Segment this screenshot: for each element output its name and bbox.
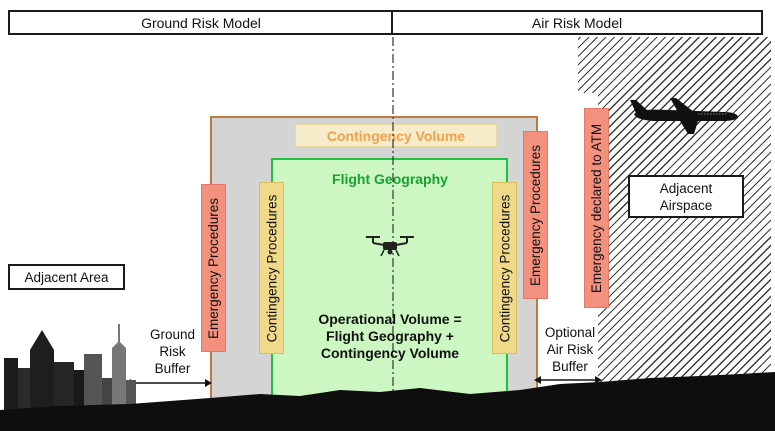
flight-geography-label: Flight Geography [332, 171, 448, 187]
city-skyline-icon [4, 324, 136, 415]
ground-risk-model-label: Ground Risk Model [141, 14, 261, 31]
ground-risk-buffer-label: Ground Risk Buffer [149, 327, 196, 376]
ground-risk-model-header: Ground Risk Model [8, 10, 394, 35]
adjacent-airspace-box: Adjacent Airspace [628, 175, 744, 218]
operational-volume-text: Operational Volume = Flight Geography + … [318, 311, 462, 361]
airplane-icon [630, 98, 738, 134]
model-boundary-line [392, 37, 394, 407]
ground-silhouette [0, 372, 775, 431]
contingency-procedures-left: Contingency Procedures [259, 182, 284, 354]
air-risk-buffer-label: Optional Air Risk Buffer [544, 325, 596, 374]
air-risk-model-label: Air Risk Model [531, 14, 623, 31]
adjacent-area-box: Adjacent Area [8, 264, 125, 290]
air-risk-notch [393, 37, 578, 93]
emergency-declared-to-atm: Emergency declared to ATM [584, 108, 609, 308]
air-risk-model-header: Air Risk Model [391, 10, 763, 35]
air-risk-buffer-arrow [534, 376, 602, 384]
drone-icon [366, 236, 414, 257]
contingency-volume-label: Contingency Volume [295, 124, 497, 147]
emergency-procedures-left: Emergency Procedures [201, 184, 226, 352]
emergency-procedures-right: Emergency Procedures [523, 131, 548, 299]
contingency-procedures-right: Contingency Procedures [492, 182, 517, 354]
